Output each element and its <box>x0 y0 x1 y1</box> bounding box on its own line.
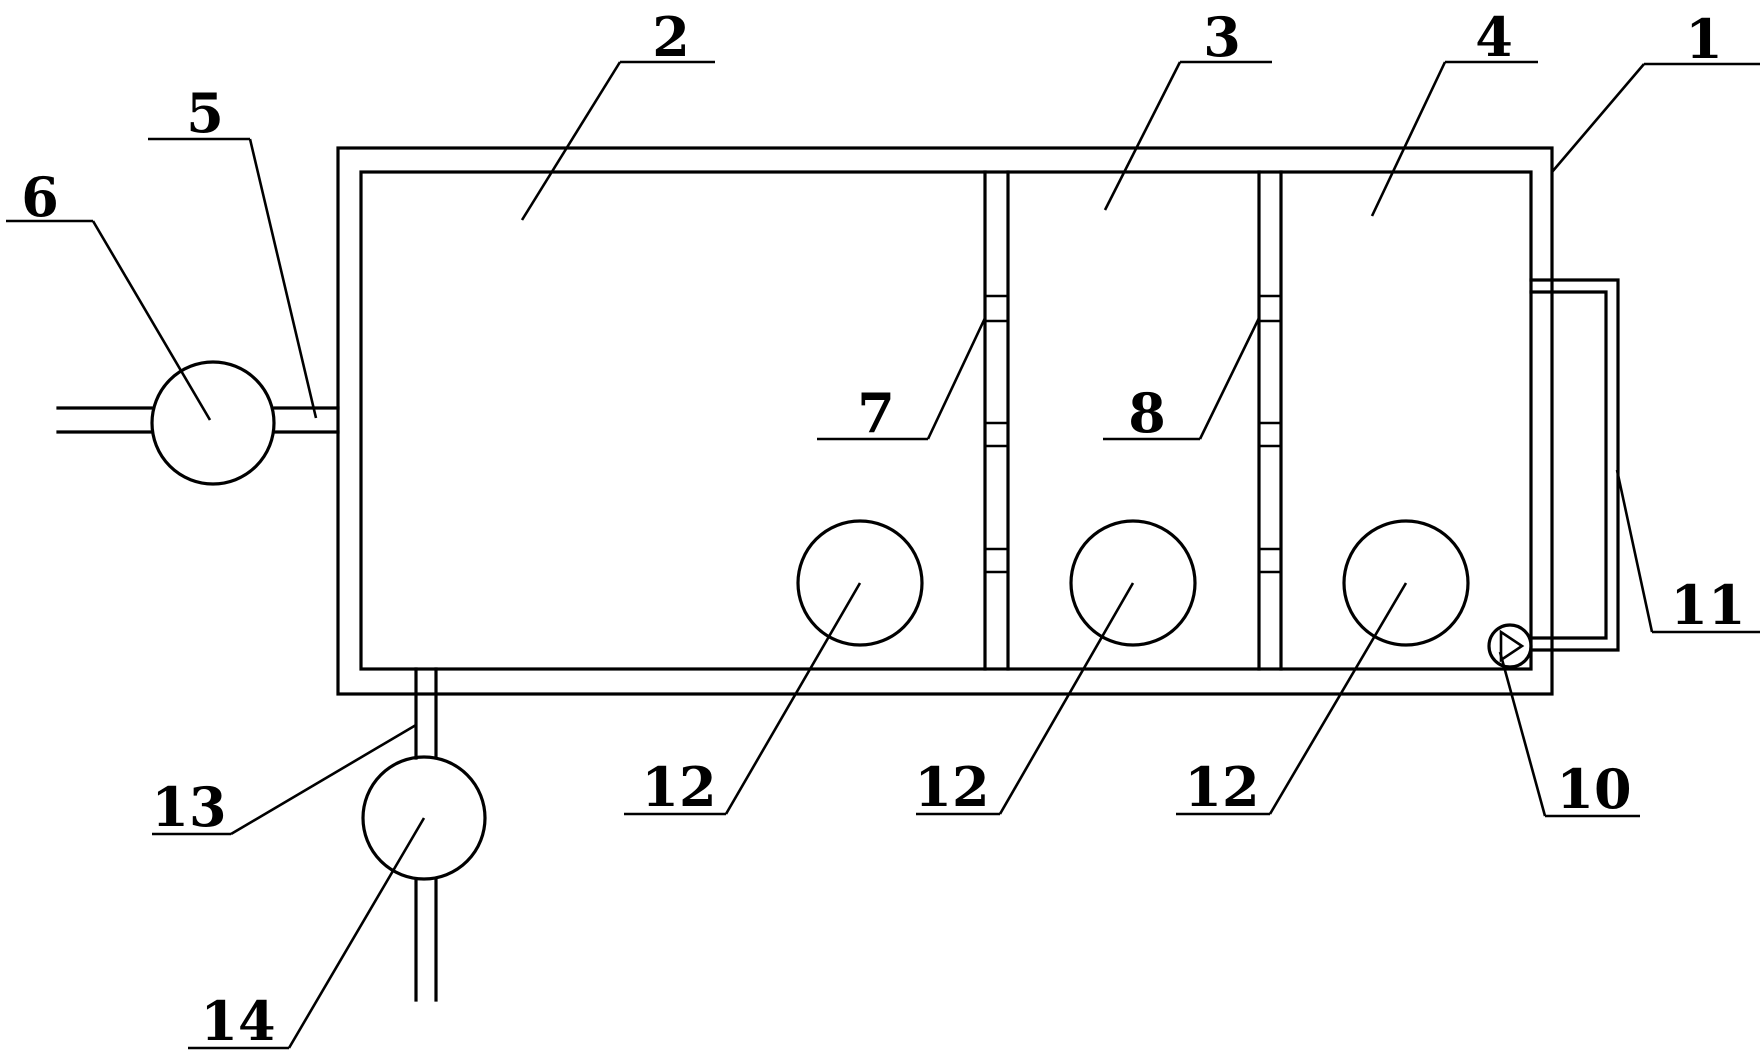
label-12-c: 12 <box>1184 755 1259 819</box>
leader-lines <box>6 60 1760 1050</box>
label-12-b: 12 <box>914 755 989 819</box>
label-6: 6 <box>21 165 59 229</box>
tank-inner-wall <box>359 170 1533 671</box>
inlet-pump <box>150 360 276 486</box>
inlet-pipe <box>56 406 340 434</box>
partition-wall-7 <box>983 170 1010 671</box>
tank-outer-wall <box>336 146 1554 696</box>
outlet-pump <box>361 755 487 881</box>
aerator-3 <box>1342 519 1470 647</box>
aerator-2 <box>1069 519 1197 647</box>
tank-body <box>336 146 1554 696</box>
label-2: 2 <box>652 5 690 69</box>
return-valve <box>1487 623 1533 669</box>
label-10: 10 <box>1556 757 1631 821</box>
label-8: 8 <box>1128 381 1166 445</box>
partition-wall-8 <box>1257 170 1283 671</box>
label-7: 7 <box>857 381 895 445</box>
label-14: 14 <box>200 989 275 1053</box>
outlet-pipe <box>414 667 438 1002</box>
reference-labels: 1 2 3 4 5 6 7 8 10 11 12 12 12 13 14 <box>21 5 1745 1053</box>
label-11: 11 <box>1670 573 1745 637</box>
aerator-1 <box>796 519 924 647</box>
label-3: 3 <box>1203 5 1241 69</box>
label-13: 13 <box>151 775 226 839</box>
label-1: 1 <box>1685 7 1723 71</box>
label-12-a: 12 <box>641 755 716 819</box>
return-pipe <box>1529 278 1620 652</box>
label-4: 4 <box>1475 5 1513 69</box>
label-5: 5 <box>186 81 224 145</box>
